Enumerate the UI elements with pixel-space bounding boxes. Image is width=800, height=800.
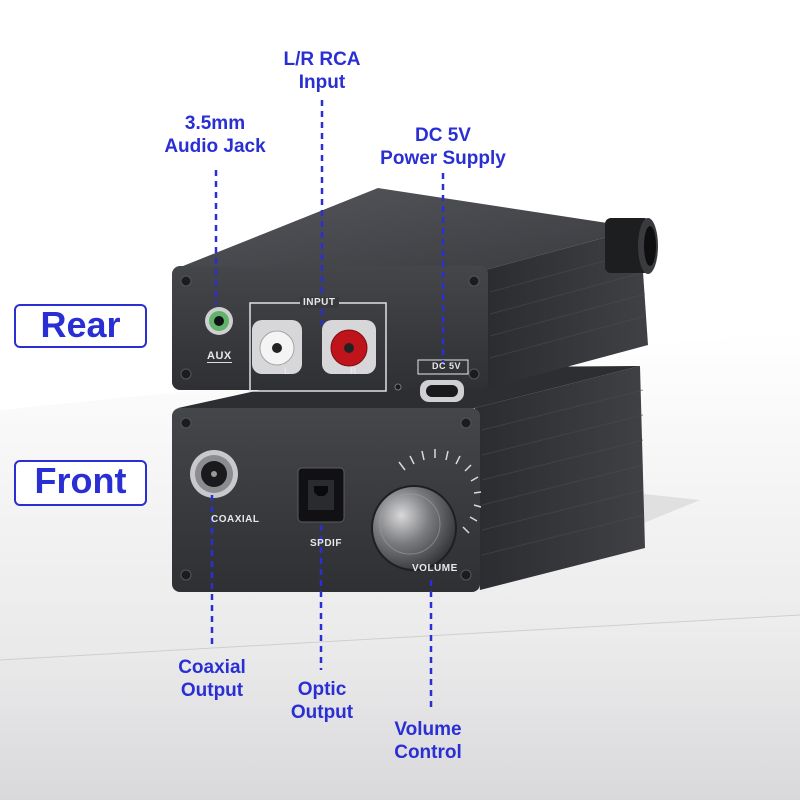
callout-optic-line2: Output	[290, 702, 354, 723]
callout-dc-line1: DC 5V	[415, 125, 471, 146]
dc-port	[420, 380, 464, 402]
callout-rca-line2: Input	[298, 72, 346, 93]
front-unit-side	[475, 366, 645, 590]
dc-label: DC 5V	[432, 361, 462, 371]
callout-optic-line1: Optic	[297, 679, 347, 700]
aux-label: AUX	[207, 350, 232, 363]
input-label: INPUT	[300, 297, 339, 308]
table-edge	[0, 615, 800, 800]
rca-right-jack	[322, 320, 376, 374]
rca-right-label: R	[350, 366, 357, 376]
callout-volume-line1: Volume	[394, 719, 462, 740]
volume-mark-label: VOLUME	[412, 563, 458, 574]
callout-optic: Optic Output	[272, 678, 372, 724]
volume-scale	[398, 449, 482, 534]
power-led	[394, 383, 402, 391]
callout-coaxial-line2: Output	[180, 680, 244, 701]
callout-volume: Volume Control	[378, 718, 478, 764]
back-connector	[605, 218, 658, 274]
spdif-label: SPDIF	[310, 538, 342, 549]
callout-jack: 3.5mm Audio Jack	[150, 112, 280, 158]
callout-volume-line2: Control	[394, 742, 462, 763]
rca-left-jack	[252, 320, 302, 374]
callout-coaxial-line1: Coaxial	[178, 657, 246, 678]
coaxial-jack	[190, 450, 238, 498]
coaxial-label: COAXIAL	[211, 514, 260, 525]
front-tag: Front	[14, 460, 147, 506]
spdif-port	[297, 467, 345, 523]
callout-dc: DC 5V Power Supply	[370, 124, 516, 170]
aux-jack	[205, 307, 233, 335]
rear-unit-top	[178, 188, 640, 270]
callout-jack-line1: 3.5mm	[184, 113, 246, 134]
callout-rca-line1: L/R RCA	[283, 49, 361, 70]
callout-coaxial: Coaxial Output	[162, 656, 262, 702]
rca-left-label: L	[284, 366, 290, 376]
callout-dc-line2: Power Supply	[380, 148, 506, 169]
rear-tag: Rear	[14, 304, 147, 348]
callout-jack-line2: Audio Jack	[164, 136, 266, 157]
callout-rca: L/R RCA Input	[262, 48, 382, 94]
volume-knob	[371, 485, 457, 571]
